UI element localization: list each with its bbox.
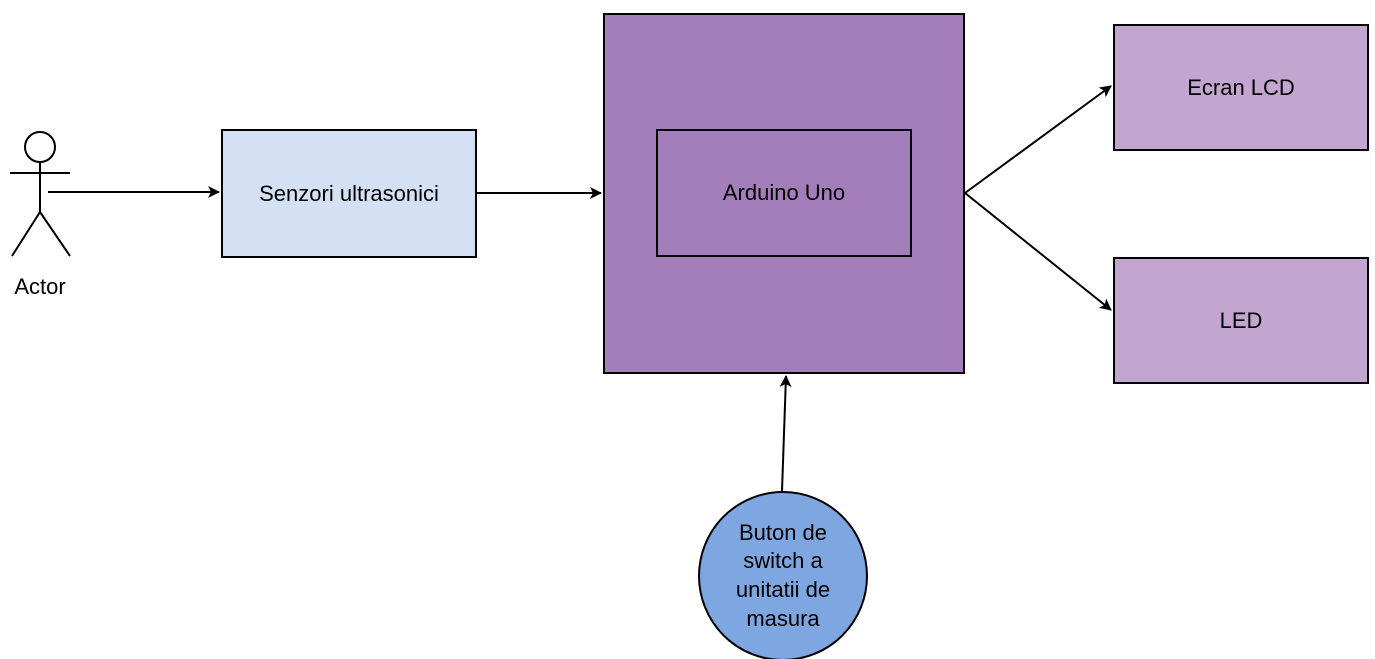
- edge-arduino-to-led: [964, 192, 1112, 311]
- edge-button-to-arduino: [779, 375, 792, 492]
- sensors-label: Senzori ultrasonici: [259, 180, 439, 206]
- led-label: LED: [1219, 307, 1263, 333]
- arduino-uno-label: Arduino Uno: [722, 180, 846, 206]
- edge-arduino-to-lcd: [964, 85, 1112, 194]
- actor-right-leg: [39, 211, 71, 257]
- arduino-uno-node: Arduino Uno: [656, 129, 912, 257]
- unit-switch-button-label: Buton de switch a unitatii de masura: [735, 519, 831, 631]
- led-node: LED: [1113, 257, 1369, 384]
- lcd-label: Ecran LCD: [1187, 74, 1295, 100]
- sensors-node: Senzori ultrasonici: [221, 129, 477, 258]
- actor-figure: [10, 131, 71, 257]
- lcd-node: Ecran LCD: [1113, 24, 1369, 151]
- actor-left-leg: [11, 211, 41, 257]
- actor-label: Actor: [14, 274, 66, 299]
- unit-switch-button-node: Buton de switch a unitatii de masura: [698, 491, 868, 659]
- actor-head: [24, 131, 56, 163]
